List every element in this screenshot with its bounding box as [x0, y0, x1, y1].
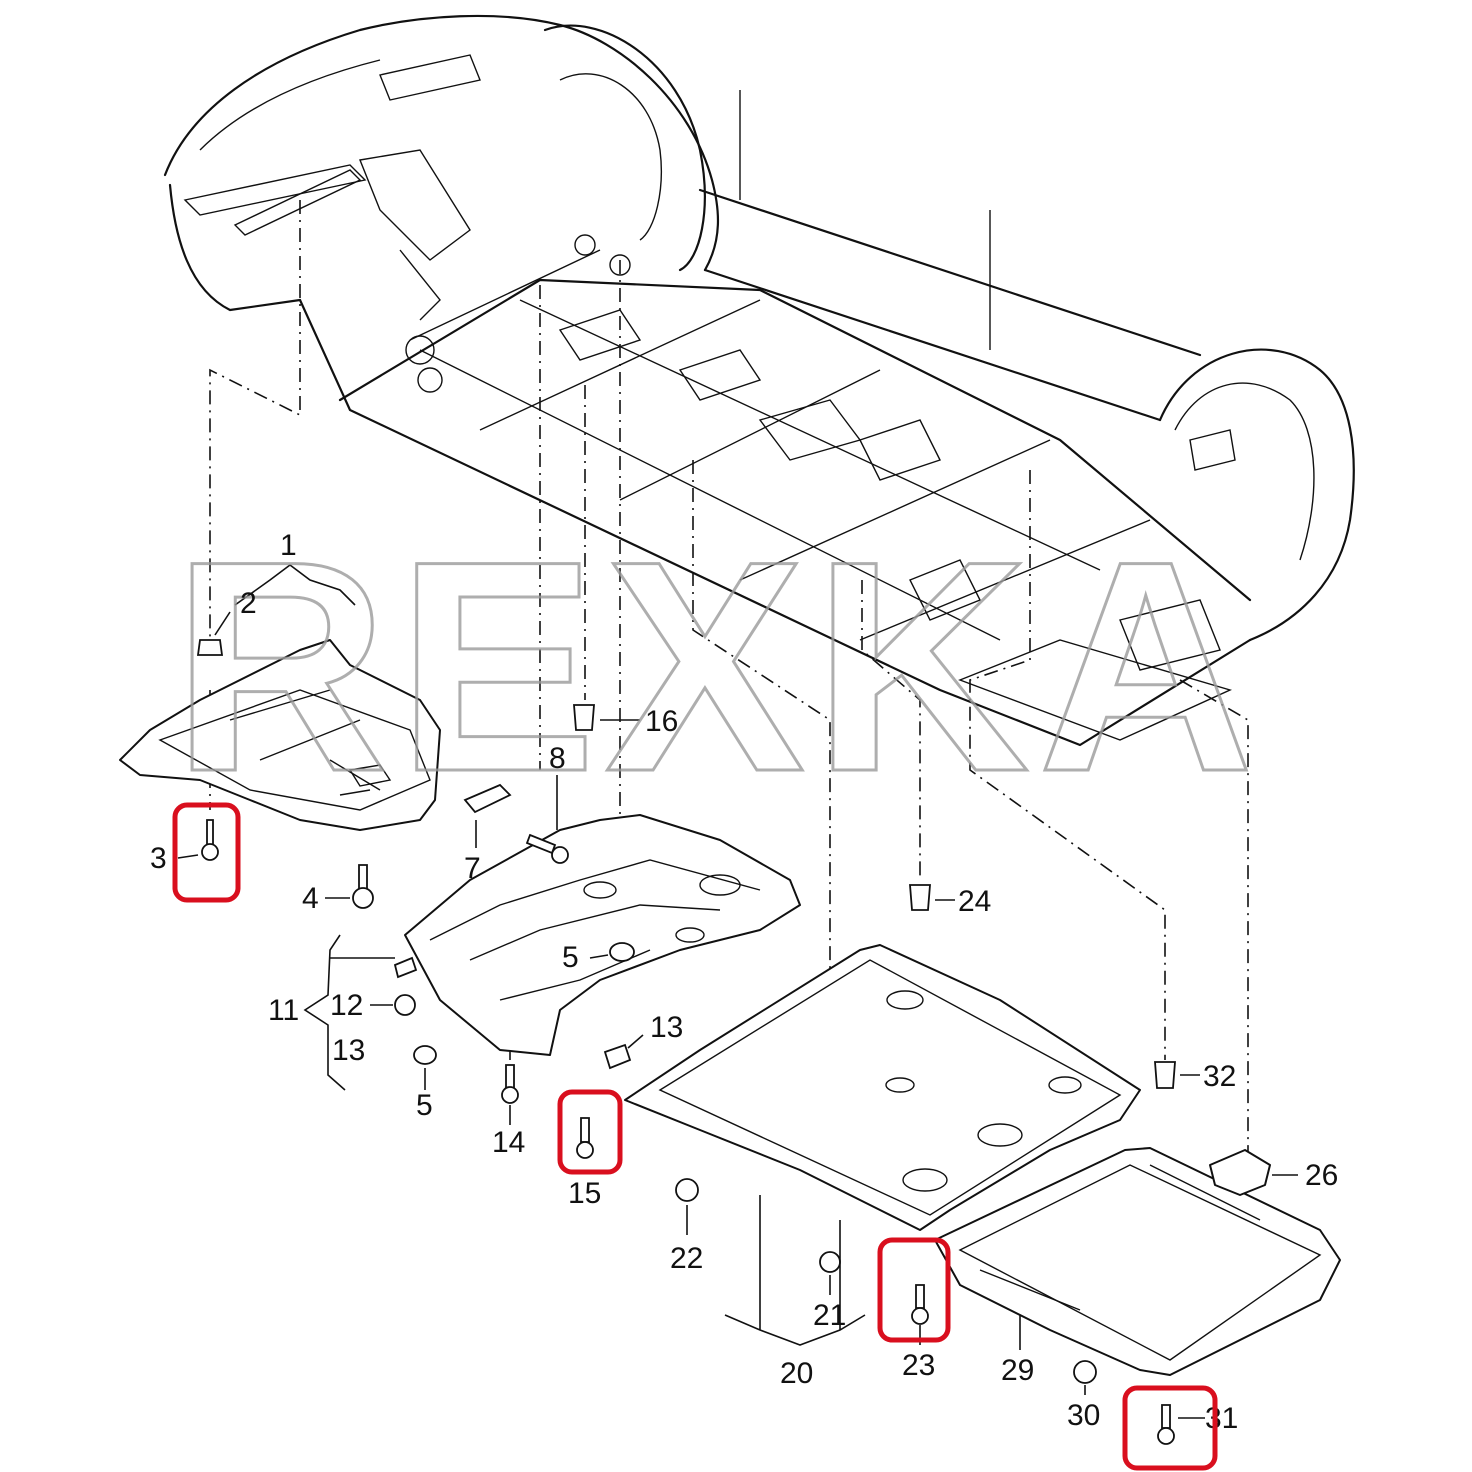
callout-29: 29: [1001, 1354, 1034, 1387]
callout-21: 21: [813, 1299, 846, 1332]
callout-14: 14: [492, 1126, 525, 1159]
callout-7: 7: [464, 852, 481, 885]
callout-32: 32: [1203, 1060, 1236, 1093]
callout-5-lower: 5: [416, 1089, 433, 1122]
front-floor-panel: [934, 1147, 1341, 1376]
callout-31: 31: [1205, 1402, 1238, 1435]
callout-20: 20: [780, 1357, 813, 1390]
callout-5: 5: [562, 941, 579, 974]
callout-11: 11: [268, 994, 299, 1027]
callout-13-lower: 13: [332, 1034, 365, 1067]
highlight-boxes: [172, 802, 1218, 1471]
callout-2: 2: [240, 587, 257, 620]
callout-22: 22: [670, 1242, 703, 1275]
callout-23: 23: [902, 1349, 935, 1382]
highlight-box-part-23: [877, 1237, 951, 1343]
car-body-outline: [163, 14, 1355, 747]
callout-4: 4: [302, 882, 319, 915]
highlight-box-part-31: [1122, 1385, 1218, 1471]
callout-26: 26: [1305, 1159, 1338, 1192]
highlight-box-part-15: [557, 1089, 623, 1175]
rear-underbody-panel: [119, 639, 441, 831]
callout-labels: 1 2 3 4 5 5 7 8 11 12 13 13 14 15 16 20 …: [150, 529, 1338, 1435]
callout-16: 16: [645, 705, 678, 738]
callout-30: 30: [1067, 1399, 1100, 1432]
main-floor-panel: [624, 944, 1141, 1231]
fasteners: [196, 639, 1176, 1445]
callout-3: 3: [150, 842, 167, 875]
watermark: REXKA: [172, 498, 1262, 834]
leader-lines: [177, 564, 1298, 1419]
callout-12: 12: [330, 989, 363, 1022]
middle-tunnel-panel: [404, 814, 801, 1056]
small-cover-26: [1209, 1149, 1271, 1196]
callout-8: 8: [549, 742, 566, 775]
highlight-box-part-3: [172, 802, 241, 903]
callout-13: 13: [650, 1011, 683, 1044]
callout-24: 24: [958, 885, 991, 918]
callout-15: 15: [568, 1177, 601, 1210]
callout-1: 1: [280, 529, 297, 562]
